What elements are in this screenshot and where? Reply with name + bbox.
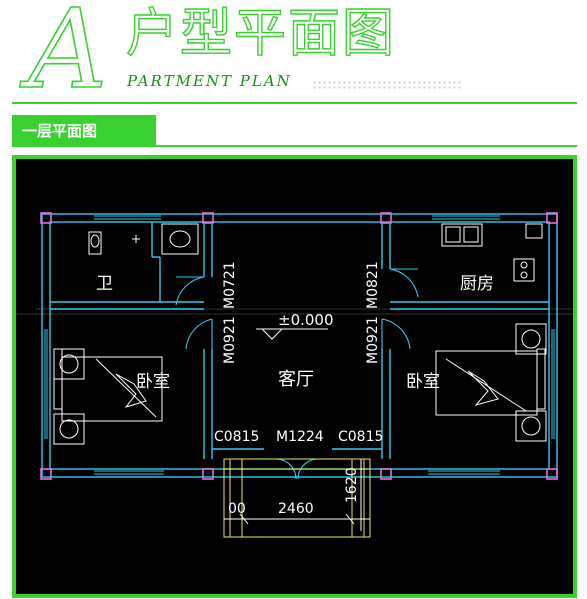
section-tab [12,115,156,145]
cad-canvas [16,159,573,594]
decorative-dots [312,80,462,90]
elevation-marker [256,328,328,340]
window-label-left: C0815 [214,429,259,445]
door-label-right-lower: M0921 [365,316,381,364]
dimension-label-left-cut: 00 [228,501,246,517]
door-label-left-lower: M0921 [222,316,238,364]
door-label-left-upper: M0721 [222,261,238,309]
top-windows [94,215,500,475]
bathroom-fixtures [88,223,199,255]
entrance-platform [223,458,371,538]
side-windows [44,329,555,439]
header-divider [12,102,577,104]
room-label-bathroom: 卫 [96,274,113,294]
interior-walls [50,222,549,459]
room-label-kitchen: 厨房 [460,274,494,294]
dimension-lines [224,459,370,531]
door-swings [175,268,419,480]
dimension-label-depth: 1620 [344,467,360,503]
columns [40,212,558,480]
left-bedroom-furniture [53,348,163,445]
room-label-living-room: 客厅 [278,369,314,390]
header-big-letter: A [27,0,108,113]
section-tab-label: 一层平面图 [22,122,98,140]
page-subtitle: PARTMENT PLAN [127,72,292,90]
kitchen-fixtures [441,223,543,282]
elevation-label: ±0.000 [278,311,334,329]
section-divider [12,145,577,147]
page-title: 户型平面图 [125,4,397,64]
door-label-main: M1224 [276,429,324,445]
window-label-right: C0815 [338,429,383,445]
room-label-bedroom-right: 卧室 [406,372,440,392]
room-label-bedroom-left: 卧室 [136,372,170,392]
page-header: A 户型平面图 PARTMENT PLAN [0,0,587,110]
door-label-right-upper: M0821 [365,261,381,309]
dimension-label-width: 2460 [278,501,314,517]
floor-plan-drawing: 卫 厨房 卧室 卧室 客厅 M0721 M0921 M0821 M0921 ±0… [16,212,573,538]
right-bedroom-furniture [435,323,547,442]
